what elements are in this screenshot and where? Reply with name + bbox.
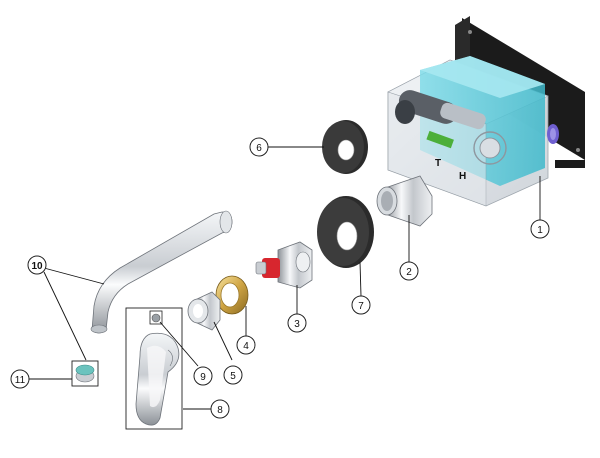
callout-10-label: 10	[31, 261, 43, 272]
hot-marking: H	[459, 171, 466, 182]
callout-11-label: 11	[15, 375, 26, 386]
callout-9-label: 9	[200, 372, 206, 383]
callout-4: 4	[236, 335, 256, 355]
callout-8: 8	[210, 399, 230, 419]
brass-ring-part	[215, 275, 249, 315]
callout-3-label: 3	[294, 319, 300, 330]
callout-9: 9	[193, 366, 213, 386]
grub-screw-part	[149, 310, 163, 325]
callout-4-label: 4	[243, 341, 249, 352]
callout-6: 6	[249, 137, 269, 157]
callout-7: 7	[351, 295, 371, 315]
sleeve-part	[376, 175, 433, 227]
callout-2: 2	[399, 261, 419, 281]
aerator-part	[75, 364, 95, 383]
callout-2-label: 2	[406, 267, 412, 278]
cover-plate-small	[322, 120, 368, 174]
callout-5-label: 5	[230, 371, 236, 382]
callout-3: 3	[287, 313, 307, 333]
callout-1: 1	[530, 219, 550, 239]
handle-part	[135, 332, 180, 426]
callout-6-label: 6	[256, 143, 262, 154]
cold-marking: T	[435, 158, 441, 169]
cover-plate-large	[317, 196, 374, 268]
cartridge-part	[255, 241, 313, 289]
spout-part	[90, 210, 233, 334]
concealed-box-body	[387, 16, 585, 207]
callout-11: 11	[10, 369, 30, 389]
callout-1-label: 1	[537, 225, 543, 236]
callout-8-label: 8	[217, 405, 223, 416]
callout-5: 5	[223, 365, 243, 385]
chrome-ring-part	[187, 291, 221, 331]
aerator-box	[71, 360, 99, 387]
handle-group-box	[125, 307, 183, 430]
callout-7-label: 7	[358, 301, 364, 312]
leader-lines	[29, 146, 541, 410]
callout-10: 10	[27, 255, 47, 275]
